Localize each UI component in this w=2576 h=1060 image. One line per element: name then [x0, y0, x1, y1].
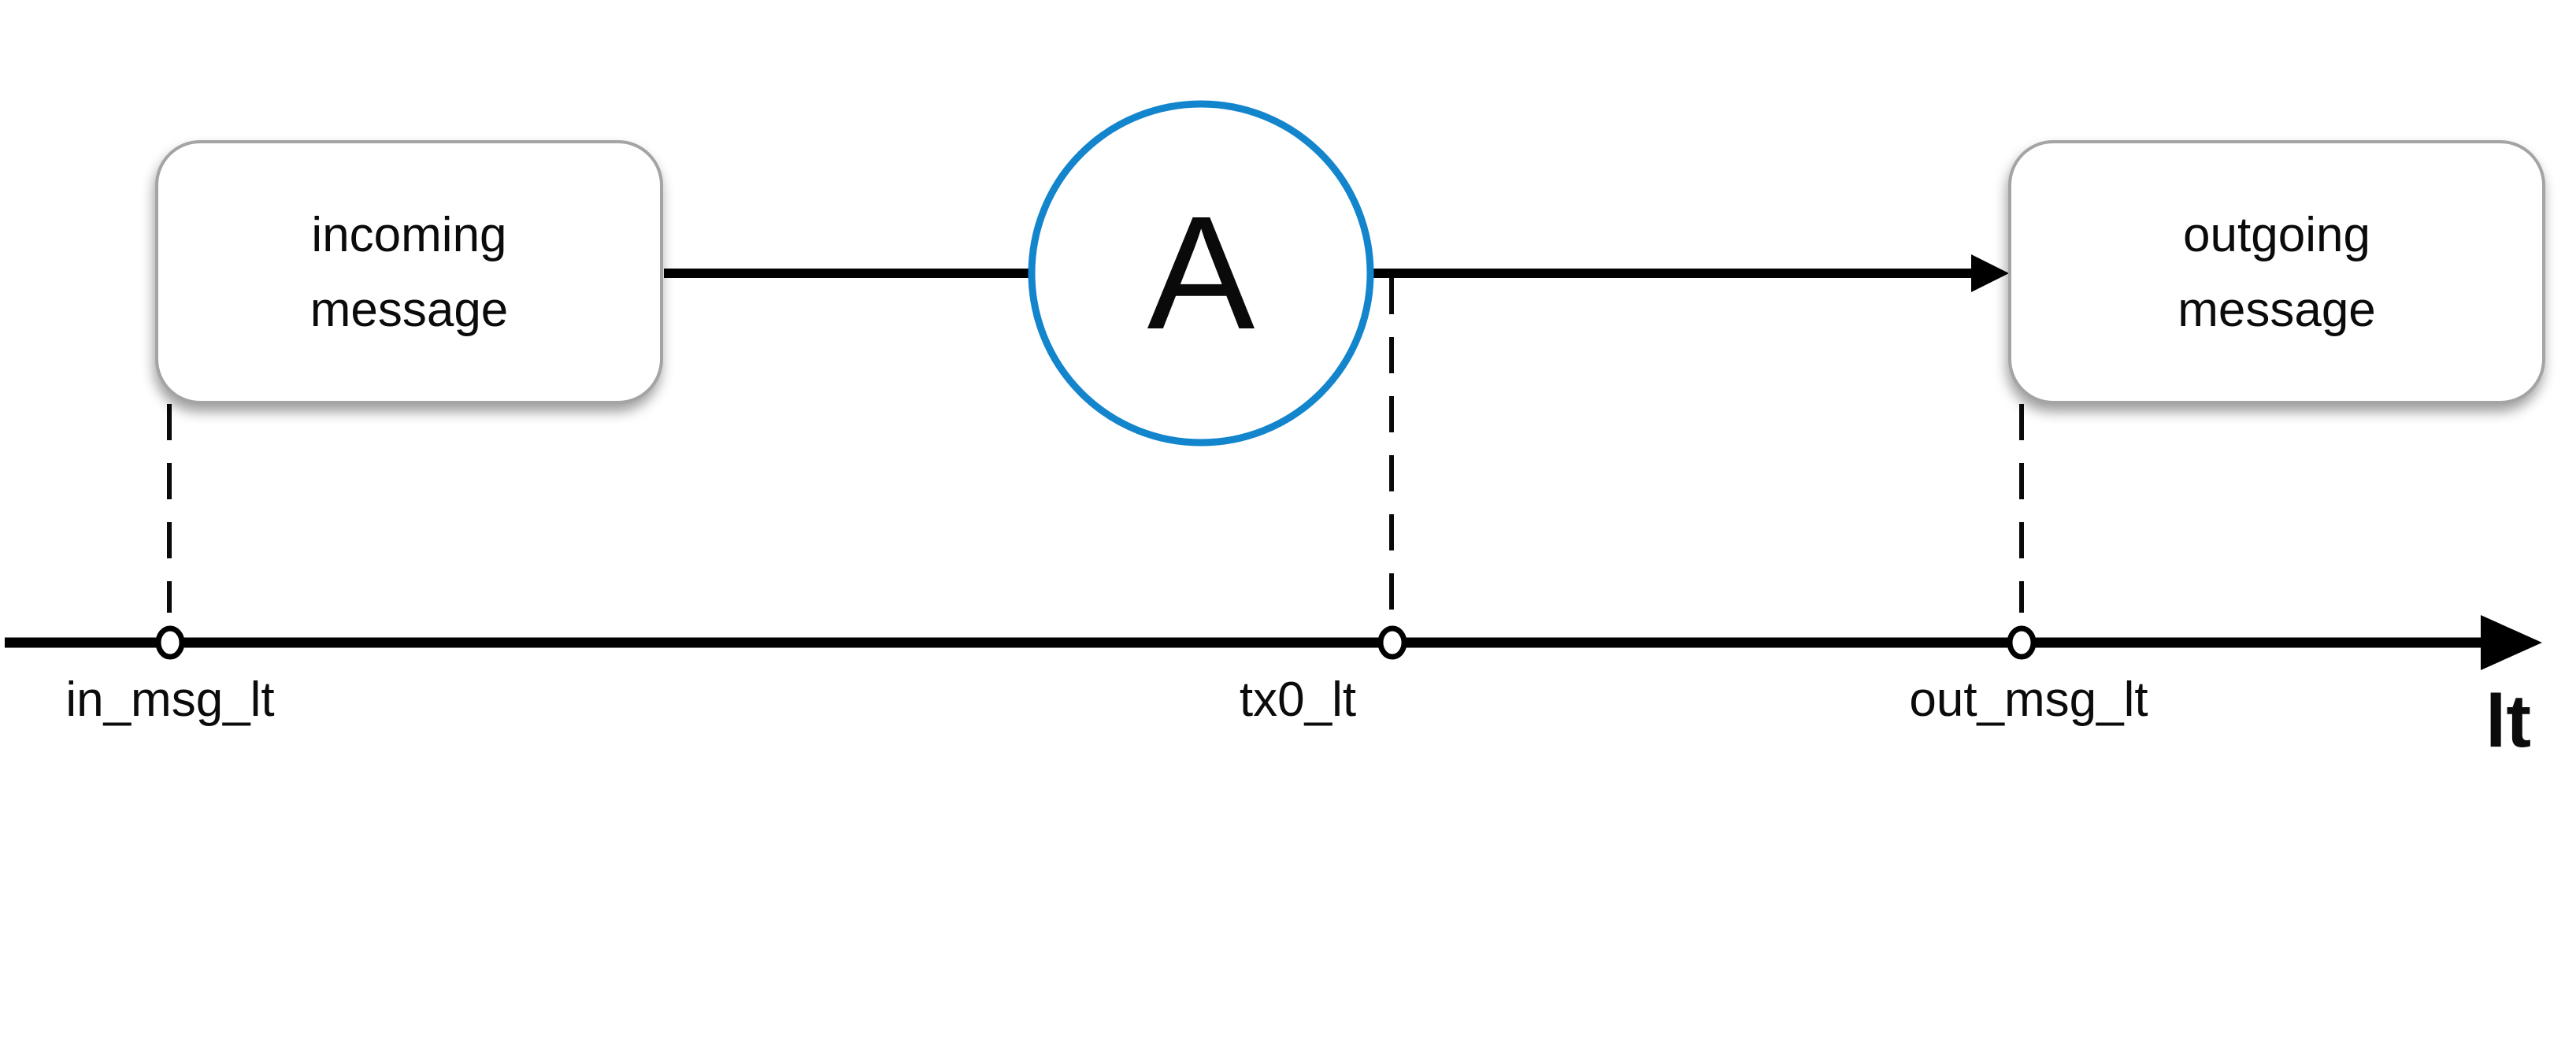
incoming-message-label: incoming message [309, 207, 509, 337]
outgoing-message-label: outgoing message [2178, 207, 2376, 337]
incoming-message-box: incoming message [155, 140, 663, 404]
marker-tx0-lt [1377, 625, 1407, 660]
marker-out-msg-lt [2007, 625, 2037, 660]
account-circle-label: A [1147, 183, 1255, 363]
timeline-label-out-msg-lt: out_msg_lt [1909, 673, 2148, 727]
timeline-label-in-msg-lt: in_msg_lt [65, 673, 275, 727]
marker-in-msg-lt [155, 625, 185, 660]
timeline-axis [5, 615, 2542, 670]
arrow-a-to-outgoing [1373, 254, 2009, 292]
arrowhead-a-to-outgoing [1971, 254, 2009, 292]
timeline-label-tx0-lt: tx0_lt [1239, 673, 1357, 727]
outgoing-message-box: outgoing message [2008, 140, 2545, 404]
account-circle [1028, 100, 1374, 447]
timeline-axis-label: lt [2485, 680, 2532, 763]
timeline-arrowhead [2481, 615, 2542, 670]
